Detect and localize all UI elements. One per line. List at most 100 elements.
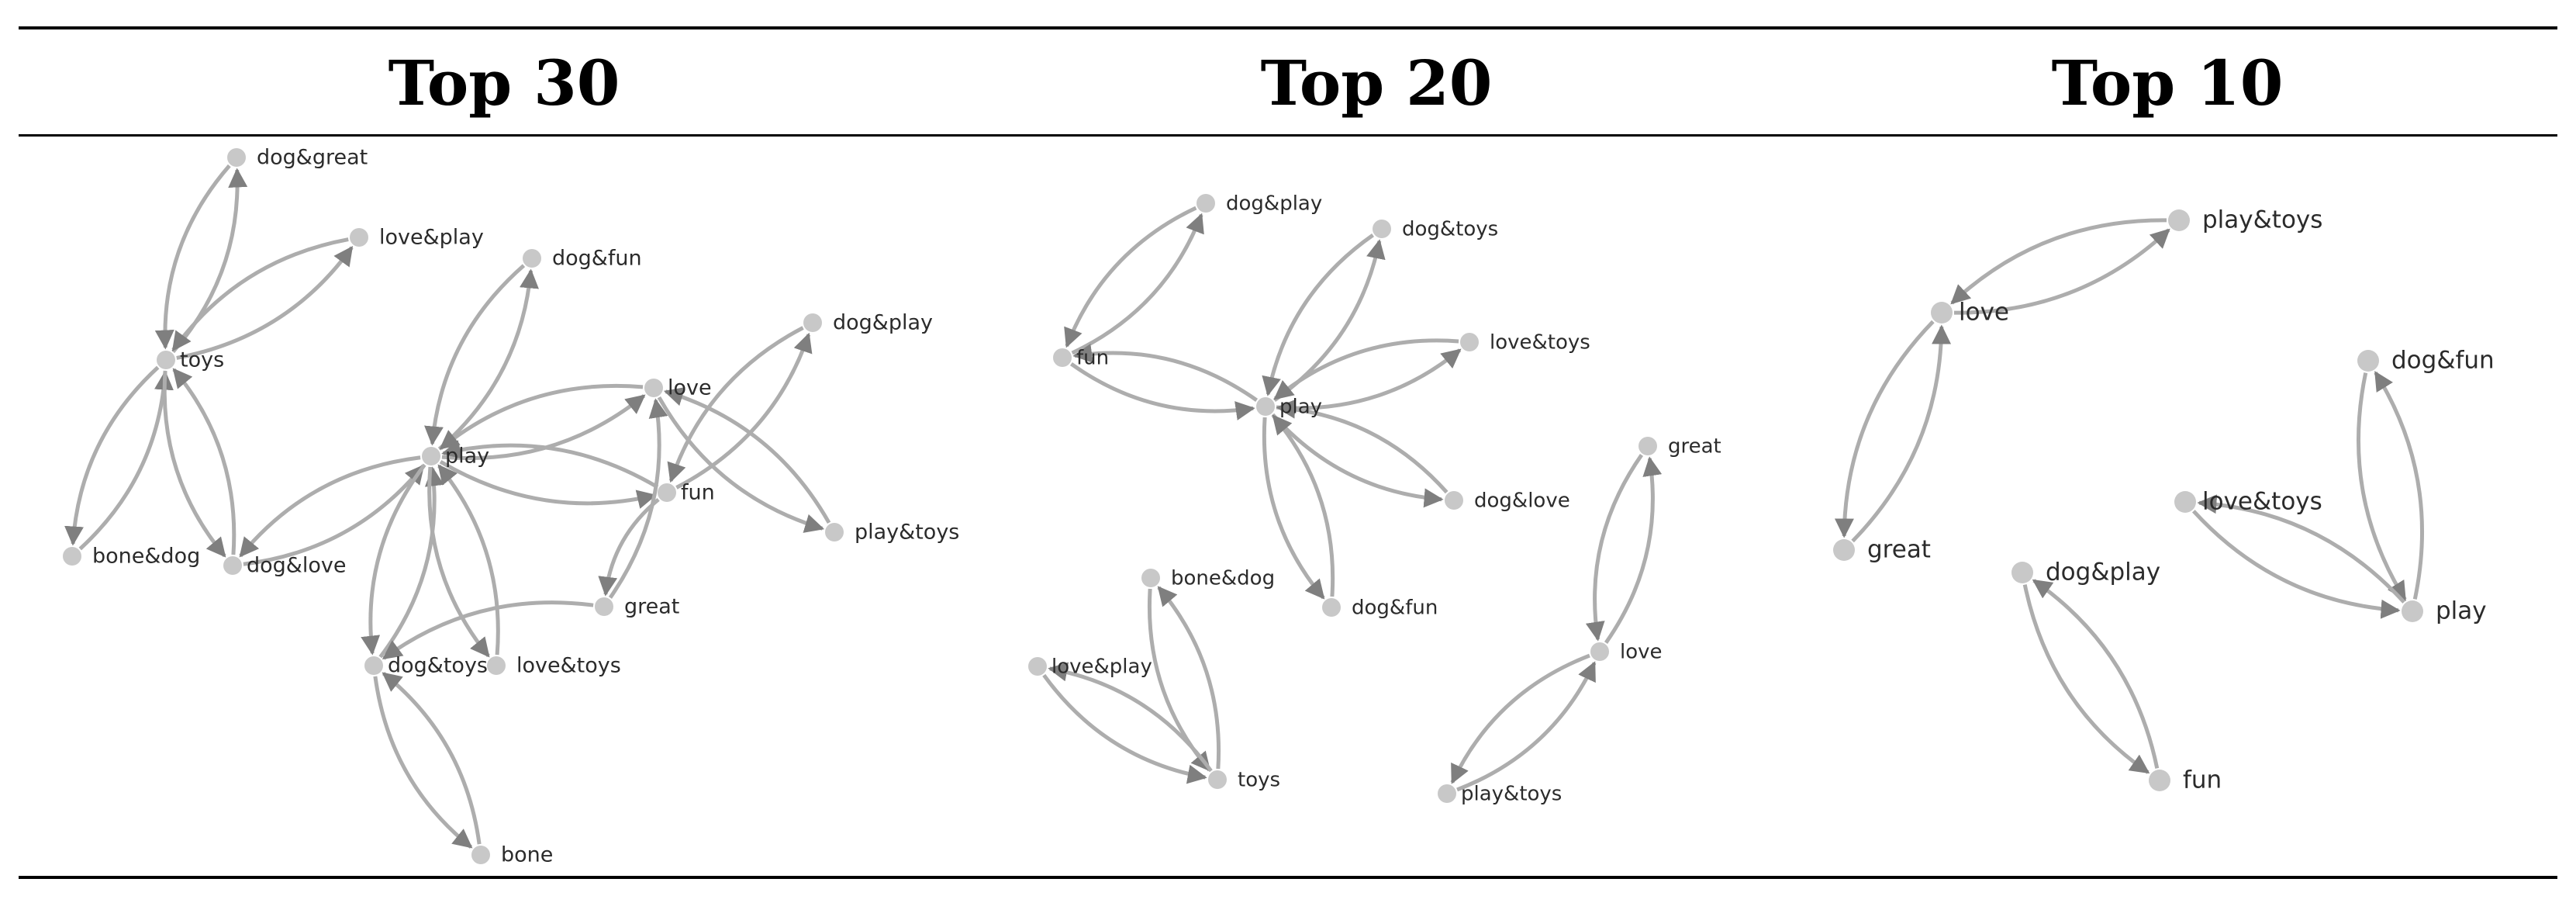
node-bone <box>471 846 490 864</box>
node-label-love: love <box>1620 641 1663 664</box>
node-great <box>1833 539 1855 561</box>
panel-title-top-20: Top 20 <box>1260 47 1493 119</box>
node-label-dog-and-fun: dog&fun <box>1352 597 1438 620</box>
edge-play-to-love-and-toys <box>427 466 490 658</box>
node-label-toys: toys <box>180 348 224 372</box>
edge-love-and-toys-to-play <box>437 464 500 656</box>
node-love <box>1590 642 1609 661</box>
node-label-great: great <box>624 595 679 619</box>
node-dog-and-toys <box>364 656 383 675</box>
node-label-love-and-play: love&play <box>379 226 484 250</box>
node-dog-and-love <box>1445 491 1463 510</box>
edge-play-and-toys-to-love <box>663 387 831 524</box>
edge-love-and-toys-to-play <box>2191 510 2401 619</box>
node-play <box>2402 600 2423 622</box>
edge-toys-to-bone-and-dog <box>64 365 160 546</box>
node-dog-and-play <box>803 313 822 332</box>
node-fun <box>2149 770 2170 791</box>
node-toys <box>157 351 175 369</box>
node-great <box>595 597 613 616</box>
node-label-dog-and-fun: dog&fun <box>552 247 642 271</box>
edge-love-to-great <box>1834 320 1935 538</box>
edge-dog-and-fun-to-play <box>2356 372 2407 601</box>
node-love-and-toys <box>1460 333 1479 351</box>
edge-fun-to-play <box>1069 362 1255 420</box>
node-dog-and-great <box>227 148 246 167</box>
edge-fun-to-dog-and-play <box>2032 579 2160 769</box>
node-dog-and-play <box>2011 562 2033 583</box>
node-play-and-toys <box>1438 784 1456 803</box>
node-label-love-and-toys: love&toys <box>516 654 621 678</box>
edge-dog-and-toys-to-bone <box>373 676 473 849</box>
node-love-and-toys <box>487 656 506 675</box>
node-love <box>1931 302 1953 323</box>
edge-play-to-dog-and-fun <box>2374 371 2425 600</box>
node-dog-and-fun <box>523 249 541 268</box>
edge-dog-and-love-to-toys <box>172 368 237 555</box>
node-dog-and-toys <box>1373 220 1391 238</box>
edge-fun-to-great <box>598 497 660 597</box>
edge-toys-to-bone-and-dog <box>1157 586 1221 770</box>
edge-play-and-toys-to-love <box>1456 661 1597 792</box>
edge-play-to-dog-and-toys <box>1273 239 1386 403</box>
node-label-love-and-toys: love&toys <box>1490 331 1590 355</box>
node-label-dog-and-great: dog&great <box>257 146 368 170</box>
top-rule <box>19 26 2557 29</box>
edge-toys-to-love-and-play <box>1048 662 1213 773</box>
panel-title-top-30: Top 30 <box>388 47 620 119</box>
node-label-fun: fun <box>681 481 715 505</box>
edge-play-to-love-and-toys <box>2197 494 2406 604</box>
node-play-and-toys <box>2168 209 2190 231</box>
node-label-love-and-play: love&play <box>1051 656 1152 679</box>
node-label-great: great <box>1668 435 1721 458</box>
node-label-fun: fun <box>1076 347 1109 370</box>
edge-love-to-play-and-toys <box>1450 653 1590 784</box>
node-dog-and-play <box>1196 194 1215 213</box>
node-label-love: love <box>1959 299 2009 327</box>
node-fun <box>1053 348 1072 367</box>
edge-play-to-dog-and-love <box>239 455 421 558</box>
edge-dog-and-great-to-toys <box>154 164 231 350</box>
node-label-dog-and-play: dog&play <box>2046 559 2160 586</box>
node-label-dog-and-fun: dog&fun <box>2391 347 2495 375</box>
node-love-and-toys <box>2174 491 2196 513</box>
node-fun <box>658 483 676 502</box>
edge-dog-and-love-to-play <box>243 464 425 566</box>
edge-dog-and-play-to-fun <box>2022 584 2150 774</box>
node-label-toys: toys <box>1238 769 1280 792</box>
edge-love-to-play-and-toys <box>1953 228 2170 315</box>
edge-love-to-play <box>439 383 644 450</box>
node-play <box>422 447 440 465</box>
node-love-and-play <box>1028 657 1047 676</box>
edge-toys-to-love-and-play <box>176 245 354 360</box>
edge-fun-to-play <box>441 440 659 490</box>
edge-play-to-dog-and-fun <box>1262 417 1325 600</box>
graph-top-20: dog&playdog&toysfunlove&toysplaydog&love… <box>1028 192 1721 806</box>
node-toys <box>1208 770 1227 789</box>
edge-dog-and-toys-to-play <box>1262 233 1374 396</box>
node-label-dog-and-play: dog&play <box>833 311 933 335</box>
node-love-and-play <box>350 228 368 247</box>
node-dog-and-fun <box>1322 598 1341 617</box>
node-love <box>644 379 663 397</box>
edge-bone-and-dog-to-toys <box>78 370 174 551</box>
edge-great-to-dog-and-toys <box>382 600 594 660</box>
edge-love-and-toys-to-play <box>1273 338 1459 400</box>
node-label-love: love <box>668 376 712 400</box>
edge-great-to-love <box>608 398 668 599</box>
node-label-play: play <box>1279 396 1322 419</box>
node-label-dog-and-toys: dog&toys <box>388 654 488 678</box>
edge-great-to-love <box>1851 324 1952 543</box>
edge-love-and-play-to-toys <box>171 237 349 352</box>
graph-top-30: dog&great love&play dog&fun toys dog&play lov… <box>63 146 959 867</box>
node-label-play: play <box>445 445 489 469</box>
edge-play-to-fun <box>439 459 657 509</box>
node-label-play-and-toys: play&toys <box>855 521 959 545</box>
node-label-fun: fun <box>2183 766 2222 794</box>
node-label-play-and-toys: play&toys <box>2202 206 2322 234</box>
edge-love-to-play-and-toys <box>657 396 825 533</box>
node-play-and-toys <box>825 523 844 541</box>
node-label-dog-and-love: dog&love <box>247 554 346 578</box>
